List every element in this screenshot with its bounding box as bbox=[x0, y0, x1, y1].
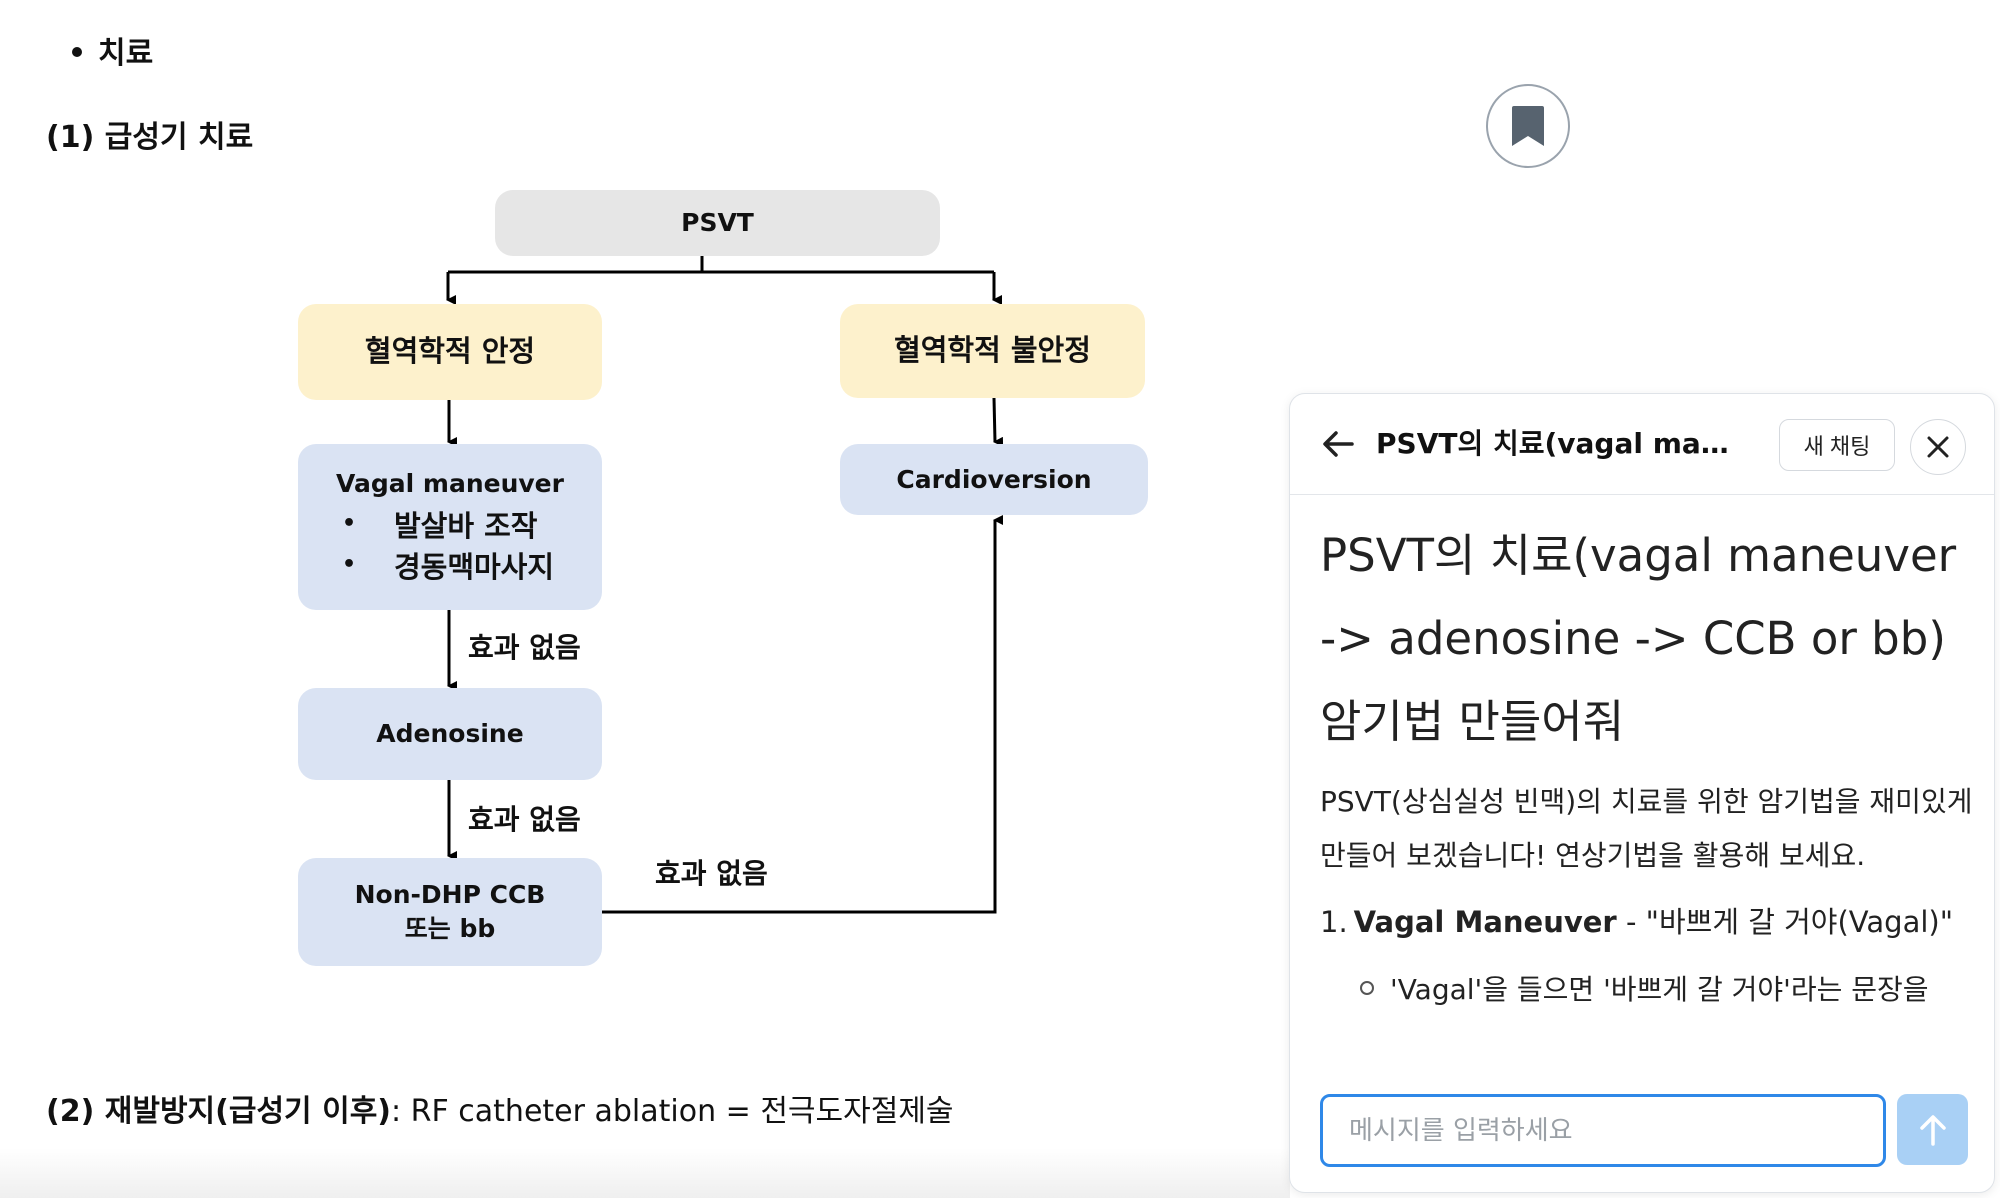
bullet-dot bbox=[72, 46, 82, 57]
arrow-left-icon bbox=[1323, 431, 1354, 457]
flowchart-connectors bbox=[446, 247, 1004, 914]
vagal-item: 경동맥마사지 bbox=[342, 547, 554, 588]
no-effect-label-2: 효과 없음 bbox=[468, 803, 581, 836]
assistant-intro: PSVT(상심실성 빈맥)의 치료를 위한 암기법을 재미있게 만들어 보겠습니… bbox=[1320, 785, 1973, 872]
flow-box-ccb: Non-DHP CCB 또는 bb bbox=[298, 858, 602, 966]
list-item-term: Vagal Maneuver bbox=[1353, 905, 1617, 939]
bullet-heading-text: 치료 bbox=[98, 36, 154, 71]
list-item-desc: - "바쁘게 갈 거야(Vagal)" bbox=[1616, 905, 1954, 939]
chat-messages: PSVT의 치료(vagal maneuver -> adenosine -> … bbox=[1320, 514, 1980, 1059]
close-icon bbox=[1927, 436, 1949, 458]
section2-label: (2) 재발방지(급성기 이후) bbox=[46, 1094, 392, 1129]
chat-title: PSVT의 치료(vagal maneuver -> adenosine -> … bbox=[1376, 427, 1748, 460]
list-subitem: 'Vagal'을 들으면 '바쁘게 갈 거야'라는 문장을 bbox=[1320, 963, 1980, 1017]
flow-box-unstable-label: 혈역학적 불안정 bbox=[894, 333, 1091, 368]
no-effect-label-3: 효과 없음 bbox=[655, 857, 768, 890]
flow-box-psvt: PSVT bbox=[495, 190, 940, 256]
section2-text: : RF catheter ablation = 전극도자절제술 bbox=[391, 1094, 954, 1129]
section1-heading: (1) 급성기 치료 bbox=[46, 120, 254, 155]
flow-box-adenosine-label: Adenosine bbox=[376, 719, 524, 749]
new-chat-button[interactable]: 새 채팅 bbox=[1779, 419, 1895, 471]
document-area: 치료 (1) 급성기 치료 bbox=[0, 0, 1290, 1198]
flow-box-ccb-line2: 또는 bb bbox=[404, 914, 496, 943]
message-input[interactable] bbox=[1320, 1094, 1886, 1167]
send-button[interactable] bbox=[1897, 1094, 1968, 1165]
chat-header: PSVT의 치료(vagal maneuver -> adenosine -> … bbox=[1290, 394, 1994, 495]
chat-panel: PSVT의 치료(vagal maneuver -> adenosine -> … bbox=[1289, 393, 1995, 1193]
bottom-fade bbox=[0, 1148, 1290, 1198]
bookmark-icon bbox=[1512, 106, 1544, 146]
vagal-item: 발살바 조작 bbox=[342, 506, 554, 547]
arrow-ccb-to-cardioversion bbox=[602, 515, 1003, 914]
flow-box-stable: 혈역학적 안정 bbox=[298, 304, 602, 400]
close-button[interactable] bbox=[1910, 419, 1966, 475]
list-item: 1.Vagal Maneuver - "바쁘게 갈 거야(Vagal)" bbox=[1320, 895, 1980, 949]
flow-box-vagal: Vagal maneuver 발살바 조작 경동맥마사지 bbox=[298, 444, 602, 610]
sub-bullet bbox=[1360, 981, 1374, 995]
flow-box-cardioversion-label: Cardioversion bbox=[896, 464, 1092, 494]
back-button[interactable] bbox=[1320, 426, 1356, 462]
bullet-heading: 치료 bbox=[72, 28, 153, 72]
flowchart: PSVT 혈역학적 안정 혈역학적 불안정 Vagal maneuver 발살바… bbox=[280, 180, 1160, 980]
list-subitem-text: 'Vagal'을 들으면 '바쁘게 갈 거야'라는 문장을 bbox=[1390, 973, 1929, 1006]
list-item-number: 1. bbox=[1320, 905, 1348, 939]
assistant-list: 1.Vagal Maneuver - "바쁘게 갈 거야(Vagal)" 'Va… bbox=[1320, 895, 1980, 1017]
flow-box-cardioversion: Cardioversion bbox=[840, 444, 1148, 515]
bookmark-button[interactable] bbox=[1486, 84, 1570, 168]
user-message: PSVT의 치료(vagal maneuver -> adenosine -> … bbox=[1320, 529, 1957, 748]
flow-box-ccb-line1: Non-DHP CCB bbox=[354, 880, 546, 910]
flow-box-psvt-label: PSVT bbox=[681, 208, 754, 238]
flow-box-adenosine: Adenosine bbox=[298, 688, 602, 780]
arrow-to-cardioversion bbox=[992, 397, 1004, 447]
flow-box-unstable: 혈역학적 불안정 bbox=[840, 304, 1145, 398]
section2-line: (2) 재발방지(급성기 이후): RF catheter ablation =… bbox=[46, 1086, 954, 1130]
flow-box-vagal-list: 발살바 조작 경동맥마사지 bbox=[342, 506, 554, 588]
no-effect-label-1: 효과 없음 bbox=[468, 631, 581, 664]
flow-box-stable-label: 혈역학적 안정 bbox=[364, 334, 536, 369]
flow-box-vagal-title: Vagal maneuver bbox=[336, 468, 564, 498]
arrow-up-icon bbox=[1919, 1114, 1946, 1146]
